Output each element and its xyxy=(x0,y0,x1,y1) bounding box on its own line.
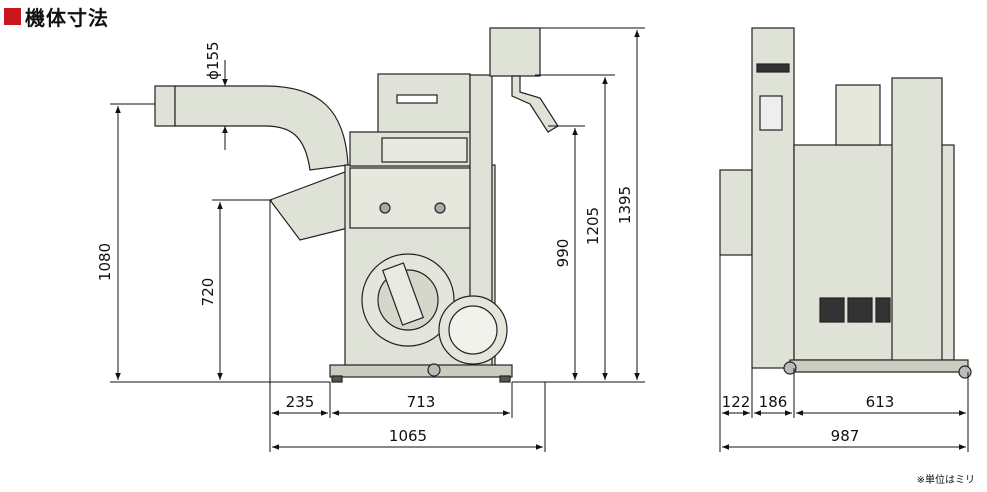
pipe-end xyxy=(154,85,176,127)
intake-hopper xyxy=(269,171,349,241)
motor-face xyxy=(448,305,498,355)
title-marker xyxy=(4,7,21,25)
knob-2 xyxy=(434,202,446,214)
side-view-machine xyxy=(719,27,972,379)
front-dimension-lines xyxy=(110,27,645,452)
dim-width-613: 613 xyxy=(866,393,895,411)
side-window xyxy=(759,95,783,131)
side-top-frame xyxy=(835,84,881,146)
knob-1 xyxy=(379,202,391,214)
side-vent-1 xyxy=(819,297,845,323)
side-vent-2 xyxy=(847,297,873,323)
outlet-box xyxy=(489,27,541,77)
dim-height-1395: 1395 xyxy=(616,186,634,224)
base-frame xyxy=(329,364,513,378)
top-box xyxy=(377,73,471,141)
unit-note: ※単位はミリ xyxy=(916,475,975,486)
dim-height-1080: 1080 xyxy=(96,243,114,281)
section-title: 機体寸法 xyxy=(4,4,109,30)
control-panel xyxy=(381,137,468,163)
dim-width-186: 186 xyxy=(759,393,788,411)
side-tall-column xyxy=(751,27,795,369)
dim-height-1205: 1205 xyxy=(584,207,602,245)
side-dimension-lines xyxy=(719,255,969,452)
side-caster-right xyxy=(958,365,972,379)
dim-width-122: 122 xyxy=(722,393,751,411)
dim-width-987: 987 xyxy=(831,427,860,445)
title-text: 機体寸法 xyxy=(25,5,109,30)
dim-height-990: 990 xyxy=(554,239,572,268)
side-vent-3 xyxy=(875,297,891,323)
foot-left xyxy=(331,375,343,383)
foot-right xyxy=(499,375,511,383)
side-vent-top xyxy=(756,63,790,73)
side-caster-left xyxy=(783,361,797,375)
top-box-window xyxy=(396,94,438,104)
dim-height-720: 720 xyxy=(199,278,217,307)
dim-width-235: 235 xyxy=(286,393,315,411)
outlet-spout xyxy=(511,75,559,133)
dim-width-713: 713 xyxy=(407,393,436,411)
dim-width-1065: 1065 xyxy=(389,427,427,445)
front-view-machine xyxy=(154,27,559,383)
fan-duct xyxy=(381,262,425,326)
caster-front xyxy=(427,363,441,377)
side-base xyxy=(789,359,969,373)
dim-diameter-155: ϕ155 xyxy=(204,41,222,80)
side-right-column xyxy=(891,77,943,369)
upper-panel xyxy=(349,167,491,229)
side-front-panel xyxy=(719,169,753,256)
pipe-elbow xyxy=(174,85,349,171)
